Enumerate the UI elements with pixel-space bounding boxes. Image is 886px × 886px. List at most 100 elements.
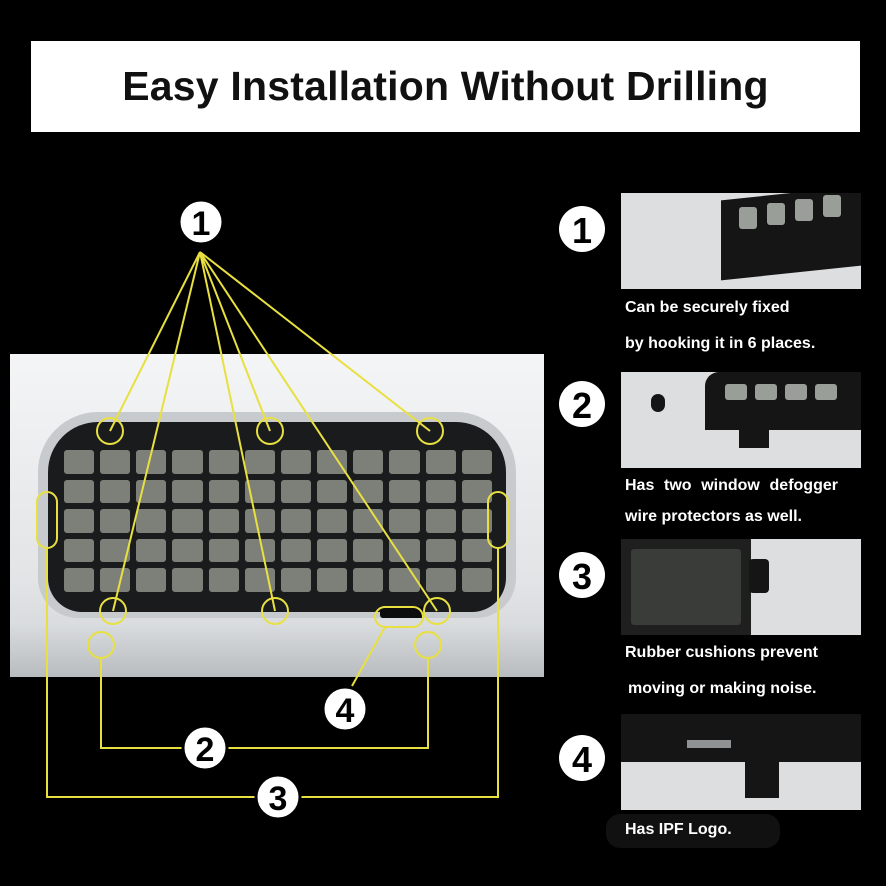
panel-cell [100, 509, 131, 533]
callout-line [199, 251, 271, 432]
feature-photo-3 [621, 539, 861, 635]
panel-cell [317, 479, 348, 504]
panel-cell [461, 450, 492, 474]
hook-marker [416, 417, 444, 445]
panel-cell [461, 509, 492, 533]
panel-cell [136, 568, 167, 592]
cushion-marker [414, 631, 442, 659]
panel-cell [353, 450, 384, 474]
panel-cell [136, 509, 167, 533]
ipf-logo-plate [687, 740, 731, 748]
panel-cell [461, 568, 492, 592]
callout-line [199, 251, 431, 432]
panel-cell [317, 509, 348, 533]
panel-cell [172, 509, 203, 533]
feature-number-4: 4 [559, 735, 605, 781]
caption-word: defogger [769, 477, 838, 494]
defogger-marker [36, 491, 58, 549]
panel-cell [172, 538, 203, 563]
svg-text:1: 1 [572, 210, 592, 251]
logo-plate [380, 606, 424, 618]
panel-cell [425, 479, 456, 504]
panel-cell [461, 538, 492, 563]
callout-2: 2 [181, 724, 229, 772]
hook-marker [99, 597, 127, 625]
callout-4: 4 [321, 685, 369, 733]
bracket-2 [227, 658, 429, 749]
feature-number-3: 3 [559, 552, 605, 598]
panel-cell [389, 450, 420, 474]
panel-cell [172, 568, 203, 592]
panel-cell [208, 509, 239, 533]
panel-cell [317, 450, 348, 474]
hook-marker [261, 597, 289, 625]
panel-cell [64, 479, 95, 504]
door-rail [10, 626, 544, 677]
callout-number: 1 [192, 205, 211, 243]
feature-photo-4 [621, 714, 861, 810]
panel-cell [64, 509, 95, 533]
bracket-3 [300, 548, 499, 798]
feature-caption-1-line-2: by hooking it in 6 places. [625, 335, 816, 352]
panel-cell [244, 450, 275, 474]
installation-photo [10, 354, 544, 677]
defogger-marker [487, 491, 509, 549]
feature-caption-3-line-1: Rubber cushions prevent [625, 644, 818, 661]
panel-cell [425, 509, 456, 533]
panel-cell [100, 450, 131, 474]
panel-cell [244, 479, 275, 504]
svg-text:2: 2 [572, 385, 592, 426]
panel-cell [136, 538, 167, 563]
panel-cell [425, 538, 456, 563]
logo-marker [374, 606, 424, 628]
panel-cell [280, 509, 312, 533]
panel-cell [208, 568, 239, 592]
panel-cell [461, 479, 492, 504]
panel-cell [100, 538, 131, 563]
panel-cell [280, 450, 312, 474]
title-banner: Easy Installation Without Drilling [31, 41, 860, 132]
panel-cell [353, 538, 384, 563]
callout-line [199, 251, 438, 612]
callout-number: 3 [269, 780, 288, 818]
feature-number-2: 2 [559, 381, 605, 427]
feature-caption-3-line-2: moving or making noise. [628, 680, 817, 697]
panel-cell [280, 538, 312, 563]
feature-caption-2-line-2: wire protectors as well. [625, 508, 802, 525]
hook-marker [423, 597, 451, 625]
bracket-3 [46, 548, 256, 798]
panel-cell [389, 538, 420, 563]
panel-cell [208, 450, 239, 474]
panel-cell [208, 538, 239, 563]
callout-line [199, 251, 276, 612]
panel-cell [208, 479, 239, 504]
feature-caption-4-box [606, 814, 780, 848]
panel-cell [353, 568, 384, 592]
feature-photo-2 [621, 372, 861, 468]
panel-cell [64, 538, 95, 563]
callout-line [351, 626, 386, 687]
panel-cell [172, 479, 203, 504]
panel-cell [425, 568, 456, 592]
caption-word: Has [625, 477, 655, 494]
callout-3: 3 [254, 773, 302, 821]
panel-cell [425, 450, 456, 474]
panel-cell [244, 538, 275, 563]
svg-text:4: 4 [572, 739, 592, 780]
feature-caption-1-line-1: Can be securely fixed [625, 299, 790, 316]
bracket-2 [100, 658, 183, 749]
panel-cell [317, 538, 348, 563]
callout-number: 2 [196, 731, 215, 769]
callout-line [112, 251, 201, 612]
callout-1: 1 [177, 198, 225, 246]
feature-caption-4: Has IPF Logo. [625, 821, 732, 838]
panel-cell [100, 479, 131, 504]
cushion-marker [87, 631, 115, 659]
panel-cell [389, 509, 420, 533]
panel-cell [136, 450, 167, 474]
panel-cell [64, 568, 95, 592]
panel-cell [244, 509, 275, 533]
